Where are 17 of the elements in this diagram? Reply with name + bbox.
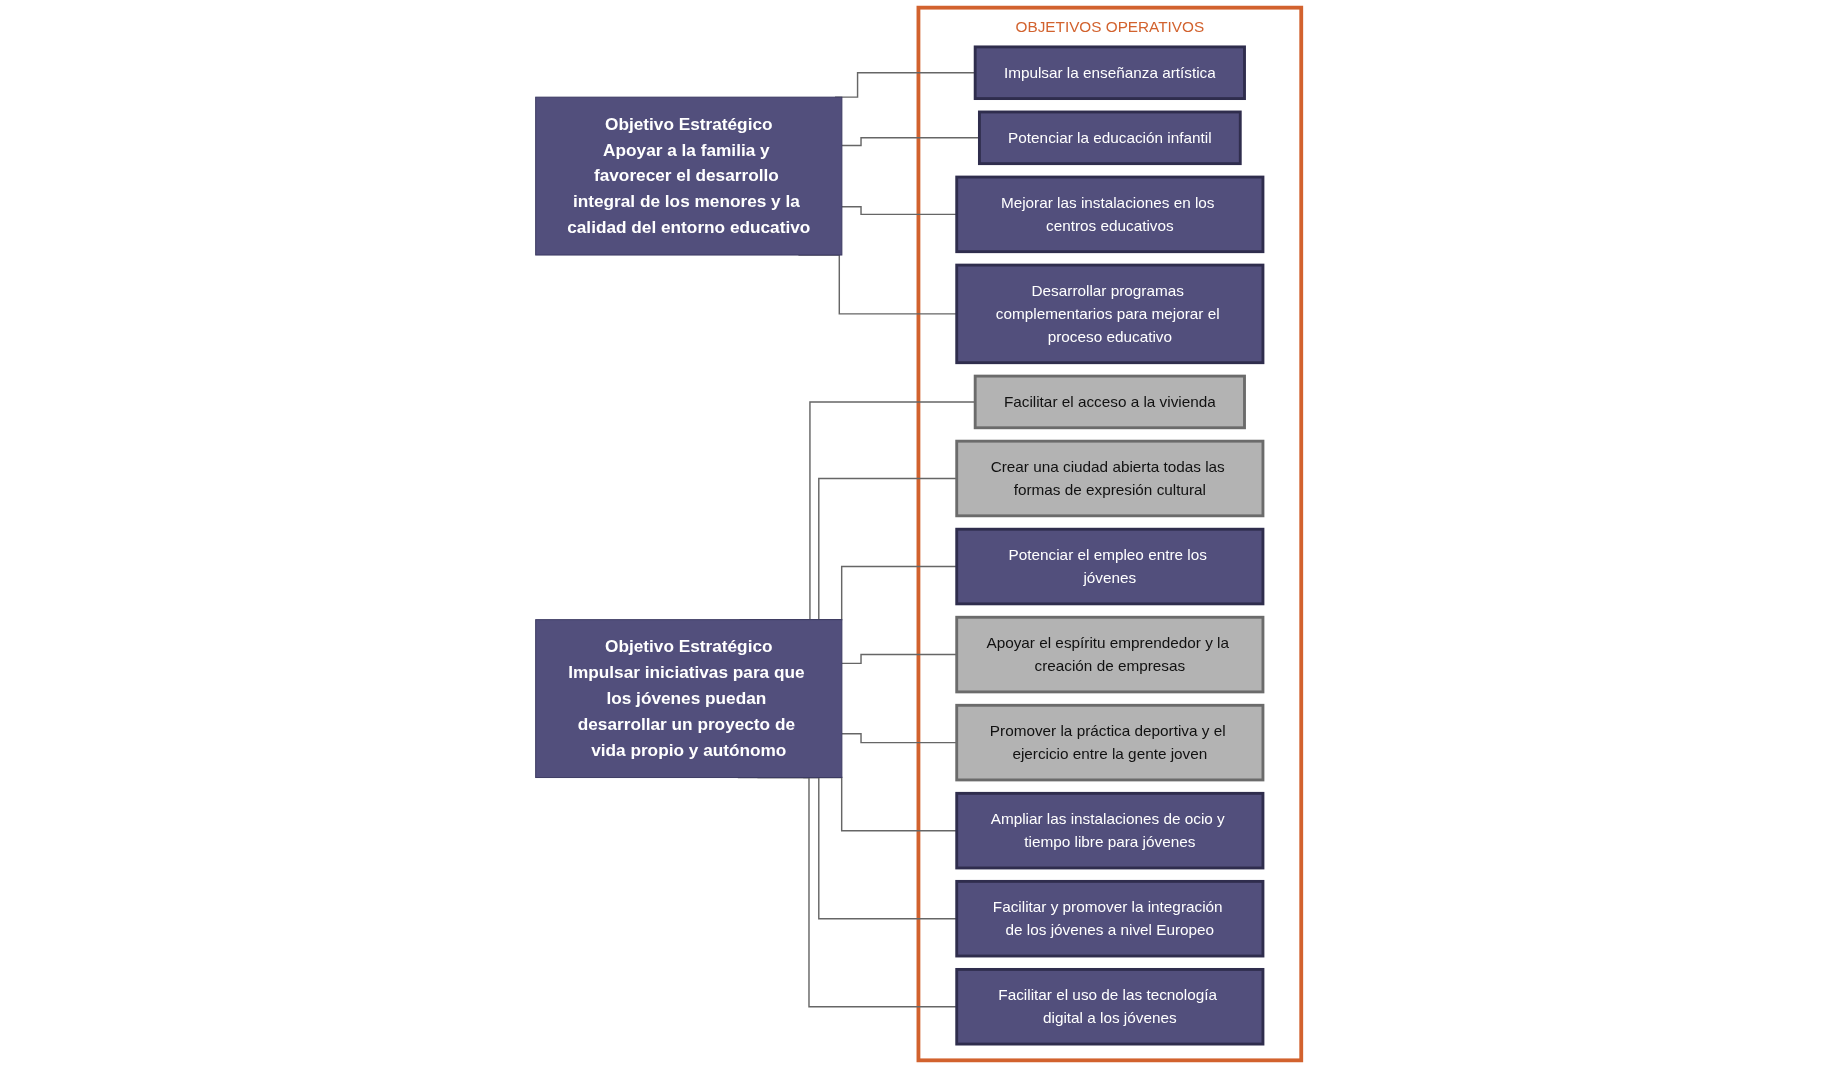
node-box: Facilitar el uso de las tecnología digital a los jóvenes: [954, 968, 1264, 1046]
connector: [840, 206, 957, 216]
node-box: Apoyar el espíritu emprendedor y la creación de empresas: [954, 615, 1264, 694]
node-box: Ampliar las instalaciones de ocio y tiempo libre para jóvenes: [954, 791, 1264, 870]
node-box: Facilitar y promover la integración de los jóvenes a nivel Europeo: [954, 879, 1264, 958]
node-box: Desarrollar programas complementarios para mejorar el proceso educativo: [954, 263, 1264, 365]
node-box: Mejorar las instalaciones en los centros educativos: [954, 175, 1264, 254]
connector: [840, 733, 957, 744]
node-box: Objetivo Estratégico Apoyar a la familia y favorecer el desarrollo integral de los menores y la calidad del entorno educativo: [534, 96, 842, 256]
node-box: Potenciar el empleo entre los jóvenes: [954, 527, 1264, 606]
node-box: Promover la práctica deportiva y el ejercicio entre la gente joven: [954, 703, 1264, 782]
node-box: Facilitar el acceso a la vivienda: [973, 374, 1246, 430]
node-box: Objetivo Estratégico Impulsar iniciativas para que los jóvenes puedan desarrollar un proyecto de vida propio y autónomo: [534, 619, 842, 779]
connector: [840, 653, 957, 665]
node-box: Crear una ciudad abierta todas las formas de expresión cultural: [954, 439, 1264, 518]
node-box: Potenciar la educación infantil: [977, 110, 1242, 166]
node-box: Impulsar la enseñanza artística: [973, 45, 1246, 100]
